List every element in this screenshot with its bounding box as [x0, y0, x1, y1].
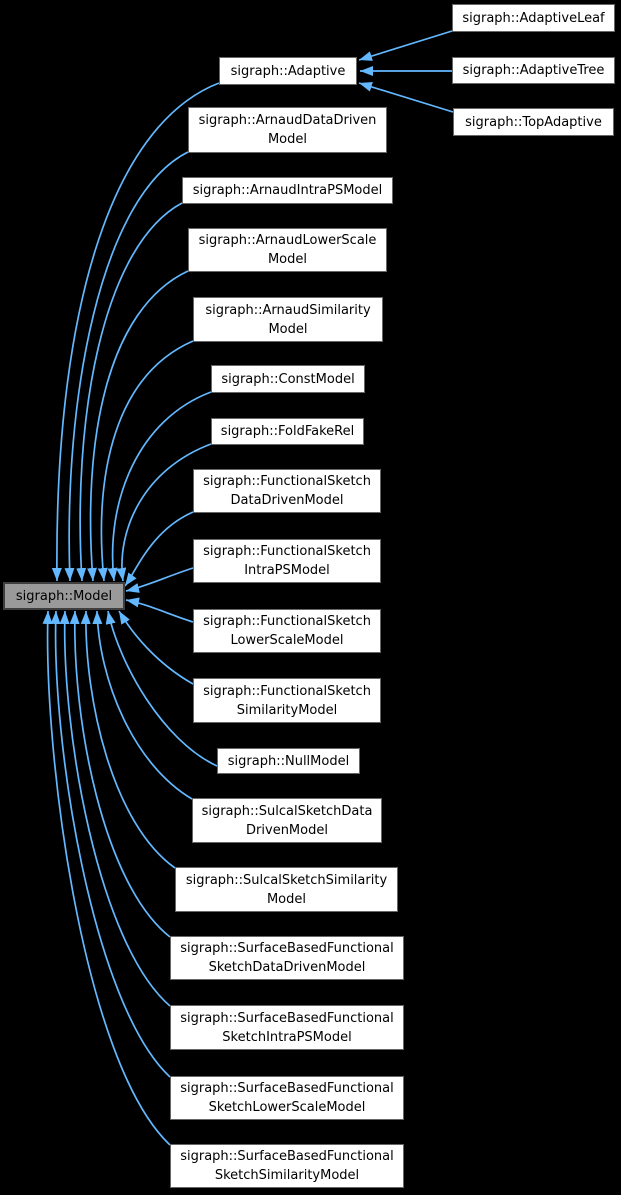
- class-name-text: DataDrivenModel: [230, 493, 344, 508]
- class-node-sigraph-surface-based-functional-sketch-intra-ps-model[interactable]: sigraph::SurfaceBasedFunctional SketchIn…: [170, 1005, 404, 1050]
- class-node-sigraph-const-model[interactable]: sigraph::ConstModel: [211, 365, 365, 393]
- class-node-sigraph-arnaud-intra-ps-model[interactable]: sigraph::ArnaudIntraPSModel: [182, 177, 393, 204]
- edge-functional-sketch-intra-ps-model-to-model: [125, 567, 194, 593]
- class-node-sigraph-functional-sketch-lower-scale-model[interactable]: sigraph::FunctionalSketch LowerScaleMode…: [193, 609, 381, 653]
- edge-surface-based-functional-sketch-data-driven-model-to-model: [69, 610, 171, 938]
- class-name-text: Model: [266, 891, 307, 907]
- class-name-text: sigraph::FoldFakeRel: [220, 424, 355, 439]
- class-name-text: sigraph::Adaptive: [230, 63, 346, 79]
- class-node-sigraph-arnaud-data-driven-model[interactable]: sigraph::ArnaudDataDriven Model: [188, 107, 387, 153]
- class-node-sigraph-fold-fake-rel[interactable]: sigraph::FoldFakeRel: [211, 418, 364, 445]
- class-name-text: sigraph::ArnaudIntraPSModel: [192, 183, 383, 198]
- class-node-sigraph-surface-based-functional-sketch-similarity-model[interactable]: sigraph::SurfaceBasedFunctional SketchSi…: [170, 1144, 404, 1188]
- class-name-text: sigraph::ArnaudLowerScale: [198, 233, 377, 248]
- class-name-text: sigraph::AdaptiveTree: [462, 63, 605, 78]
- class-node-sigraph-arnaud-similarity-model[interactable]: sigraph::ArnaudSimilarity Model: [193, 297, 383, 342]
- class-name-text: DrivenModel: [246, 822, 328, 838]
- class-node-sigraph-surface-based-functional-sketch-data-driven-model[interactable]: sigraph::SurfaceBasedFunctional SketchDa…: [170, 936, 404, 980]
- edge-surface-based-functional-sketch-lower-scale-model-to-model: [50, 610, 171, 1078]
- class-name-text: sigraph::FunctionalSketch: [203, 474, 371, 489]
- class-node-sigraph-surface-based-functional-sketch-lower-scale-model[interactable]: sigraph::SurfaceBasedFunctional SketchLo…: [170, 1076, 404, 1120]
- class-node-sigraph-functional-sketch-intra-ps-model[interactable]: sigraph::FunctionalSketch IntraPSModel: [193, 539, 381, 583]
- class-node-sigraph-adaptive-leaf[interactable]: sigraph::AdaptiveLeaf: [452, 4, 615, 32]
- edge-sulcal-sketch-similarity-model-to-model: [80, 610, 176, 869]
- edge-arnaud-intra-ps-model-to-model: [76, 202, 183, 582]
- class-name-text: sigraph::Model: [15, 588, 113, 604]
- class-node-sigraph-functional-sketch-data-driven-model[interactable]: sigraph::FunctionalSketch DataDrivenMode…: [193, 469, 381, 513]
- class-name-text: SketchIntraPSModel: [222, 1029, 352, 1045]
- edge-arnaud-data-driven-model-to-model: [64, 151, 189, 582]
- class-name-text: sigraph::SurfaceBasedFunctional: [180, 1010, 394, 1026]
- edge-arnaud-lower-scale-model-to-model: [87, 270, 189, 582]
- class-node-sigraph-sulcal-sketch-data-driven-model[interactable]: sigraph::SulcalSketchData DrivenModel: [192, 798, 382, 843]
- class-node-sigraph-adaptive-tree[interactable]: sigraph::AdaptiveTree: [452, 57, 615, 84]
- edge-surface-based-functional-sketch-intra-ps-model-to-model: [59, 610, 171, 1007]
- class-node-sigraph-sulcal-sketch-similarity-model[interactable]: sigraph::SulcalSketchSimilarity Model: [175, 867, 398, 912]
- edge-surface-based-functional-sketch-similarity-model-to-model: [42, 610, 171, 1146]
- class-node-sigraph-top-adaptive[interactable]: sigraph::TopAdaptive: [453, 108, 614, 136]
- class-name-text: sigraph::SurfaceBasedFunctional: [180, 1081, 394, 1096]
- edge-adaptive-leaf-to-adaptive: [358, 30, 453, 61]
- class-name-text: sigraph::FunctionalSketch: [203, 683, 371, 699]
- class-node-sigraph-model: sigraph::Model: [3, 582, 125, 610]
- edge-arnaud-similarity-model-to-model: [97, 340, 194, 582]
- class-name-text: sigraph::SulcalSketchSimilarity: [185, 872, 388, 888]
- class-name-text: SketchDataDrivenModel: [208, 960, 366, 975]
- edge-functional-sketch-similarity-model-to-model: [118, 610, 194, 685]
- class-node-sigraph-functional-sketch-similarity-model[interactable]: sigraph::FunctionalSketch SimilarityMode…: [193, 678, 381, 723]
- class-node-sigraph-null-model[interactable]: sigraph::NullModel: [217, 748, 360, 774]
- class-node-sigraph-adaptive[interactable]: sigraph::Adaptive: [219, 57, 357, 85]
- class-name-text: sigraph::ConstModel: [221, 371, 355, 387]
- edge-functional-sketch-lower-scale-model-to-model: [125, 597, 194, 623]
- edge-sulcal-sketch-data-driven-model-to-model: [92, 610, 193, 800]
- class-name-text: Model: [268, 321, 308, 337]
- class-name-text: sigraph::SurfaceBasedFunctional: [180, 941, 394, 956]
- class-name-text: sigraph::TopAdaptive: [465, 114, 602, 130]
- class-name-text: sigraph::NullModel: [227, 753, 350, 769]
- class-name-text: SketchSimilarityModel: [214, 1168, 360, 1183]
- class-name-text: sigraph::SurfaceBasedFunctional: [180, 1149, 394, 1164]
- class-name-text: Model: [267, 132, 308, 147]
- class-node-sigraph-arnaud-lower-scale-model[interactable]: sigraph::ArnaudLowerScale Model: [188, 228, 387, 272]
- class-name-text: LowerScaleModel: [230, 633, 344, 648]
- class-name-text: sigraph::FunctionalSketch: [203, 544, 371, 559]
- class-name-text: SimilarityModel: [236, 702, 338, 718]
- class-name-text: SketchLowerScaleModel: [208, 1100, 366, 1115]
- class-name-text: sigraph::ArnaudSimilarity: [205, 302, 371, 318]
- class-name-text: Model: [267, 252, 308, 267]
- class-name-text: sigraph::FunctionalSketch: [203, 614, 371, 629]
- class-name-text: sigraph::AdaptiveLeaf: [462, 10, 605, 26]
- class-name-text: sigraph::SulcalSketchData: [201, 803, 373, 819]
- edge-functional-sketch-data-driven-model-to-model: [124, 511, 194, 587]
- class-name-text: sigraph::ArnaudDataDriven: [198, 113, 377, 128]
- class-name-text: IntraPSModel: [244, 563, 330, 578]
